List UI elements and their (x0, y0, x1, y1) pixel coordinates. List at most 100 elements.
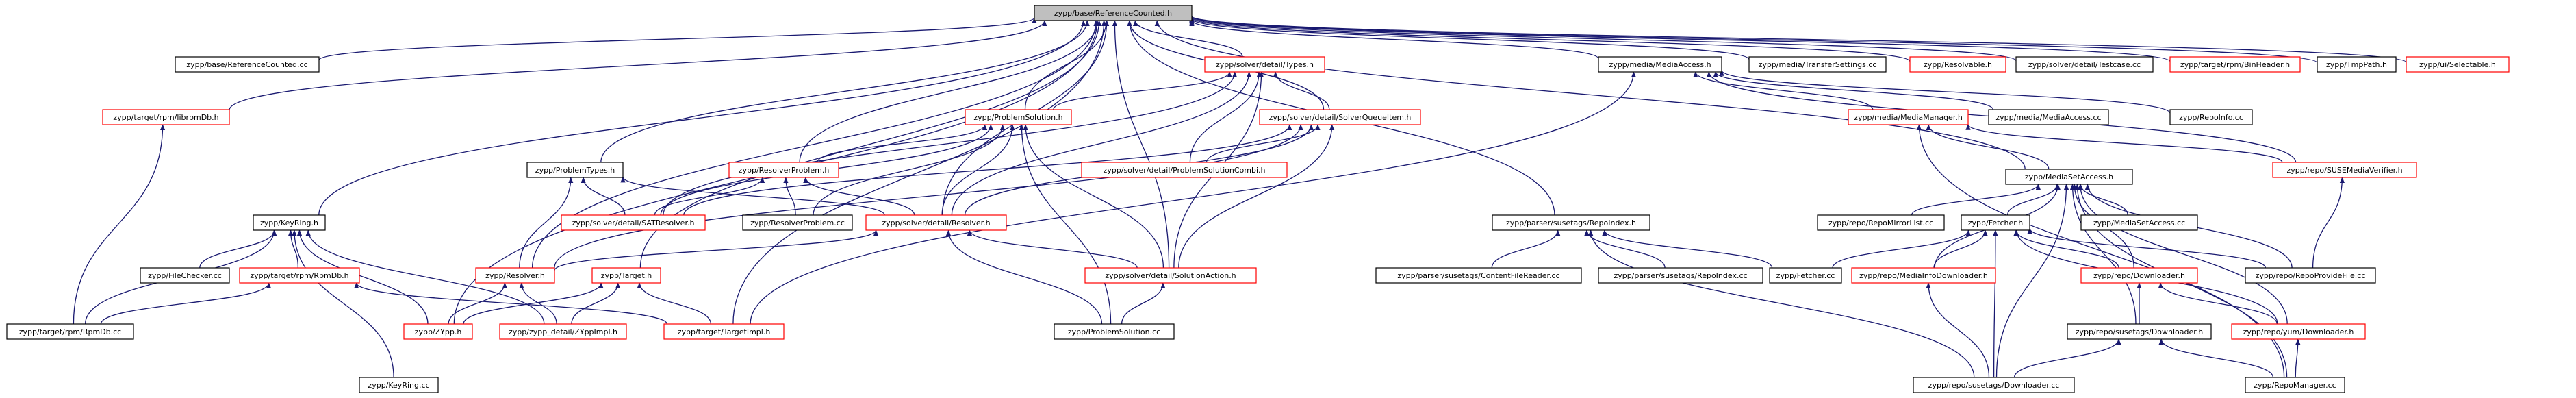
file-node-satresolver[interactable]: zypp/solver/detail/SATResolver.h (561, 214, 706, 231)
file-node-repoprovidefile[interactable]: zypp/repo/RepoProvideFile.cc (2245, 267, 2376, 284)
file-node-problemsolutioncc[interactable]: zypp/ProblemSolution.cc (1054, 323, 1175, 340)
dependency-edge-downloaderh-to-fetcher (2013, 229, 2119, 269)
dependency-edge-types-to-root (1132, 20, 1243, 58)
file-node-box (2067, 323, 2212, 340)
file-node-targetimpl[interactable]: zypp/target/TargetImpl.h (663, 323, 785, 340)
file-node-box (1909, 56, 2006, 73)
file-node-label: zypp/Target.h (601, 271, 652, 280)
file-node-mediainfodl[interactable]: zypp/repo/MediaInfoDownloader.h (1851, 267, 1996, 284)
file-node-refcc[interactable]: zypp/base/ReferenceCounted.cc (175, 56, 320, 73)
file-node-label: zypp/solver/detail/Resolver.h (882, 219, 990, 227)
dependency-edge-repomirrorlist-to-mediasetaccess (1911, 184, 2041, 216)
file-node-probsol[interactable]: zypp/ProblemSolution.h (965, 109, 1072, 125)
file-node-repoindex[interactable]: zypp/parser/susetags/RepoIndex.h (1492, 214, 1650, 231)
file-node-tmppath[interactable]: zypp/TmpPath.h (2317, 56, 2397, 73)
file-node-mediaaccess[interactable]: zypp/media/MediaAccess.h (1598, 56, 1722, 73)
dependency-edge-satresolver-to-problemtypes (581, 177, 626, 216)
file-node-box (1988, 109, 2109, 125)
file-node-mediasetaccess[interactable]: zypp/MediaSetAccess.h (2005, 169, 2133, 185)
file-node-zypph[interactable]: zypp/ZYpp.h (403, 323, 473, 340)
file-node-transfer[interactable]: zypp/media/TransferSettings.cc (1748, 56, 1887, 73)
file-node-resolvable[interactable]: zypp/Resolvable.h (1909, 56, 2006, 73)
dependency-edge-probsol-to-types (1053, 71, 1232, 110)
file-node-susetagsdlcc[interactable]: zypp/repo/susetags/Downloader.cc (1913, 377, 2075, 393)
file-node-binheader[interactable]: zypp/target/rpm/BinHeader.h (2169, 56, 2301, 73)
dependency-edge-targetimpl-to-mediaaccess (750, 71, 1636, 325)
file-node-targeth[interactable]: zypp/Target.h (591, 267, 661, 284)
file-node-keyring[interactable]: zypp/KeyRing.h (253, 214, 326, 231)
dependency-edge-problemtypes-to-root (600, 20, 1090, 163)
dependency-edge-mediaaccess-to-root (1189, 19, 1599, 60)
file-node-box (663, 323, 785, 340)
dependency-edge-fetchercc-to-fetcher (1832, 229, 1971, 269)
file-node-label: zypp/Resolver.h (485, 271, 545, 280)
file-node-contentfilereader[interactable]: zypp/parser/susetags/ContentFileReader.c… (1375, 267, 1582, 284)
dependency-edge-filechecker-to-keyring (199, 229, 277, 269)
file-node-box (1375, 267, 1582, 284)
file-node-box (2005, 169, 2133, 185)
file-node-box (475, 267, 555, 284)
file-node-repoindexcc[interactable]: zypp/parser/susetags/RepoIndex.cc (1598, 267, 1763, 284)
file-node-box (2272, 162, 2417, 178)
file-node-label: zypp/ResolverProblem.h (739, 166, 830, 175)
dependency-edge-repomanagercc-to-yumdl (2295, 338, 2301, 378)
file-node-fetcher[interactable]: zypp/Fetcher.h (1961, 214, 2030, 231)
file-node-susetagsdl[interactable]: zypp/repo/susetags/Downloader.h (2067, 323, 2212, 340)
file-node-repoinfo[interactable]: zypp/RepoInfo.cc (2169, 109, 2253, 125)
file-node-keyringcc[interactable]: zypp/KeyRing.cc (359, 377, 439, 393)
file-node-box (2245, 377, 2345, 393)
dependency-edge-problemsolutioncc-to-detailresolver (945, 229, 1103, 325)
file-node-types[interactable]: zypp/solver/detail/Types.h (1204, 56, 1325, 73)
file-node-testcase[interactable]: zypp/solver/detail/Testcase.cc (2015, 56, 2154, 73)
file-node-label: zypp/base/ReferenceCounted.h (1054, 9, 1172, 18)
node-layer: zypp/base/ReferenceCounted.h zypp/base/Re… (6, 5, 2510, 393)
file-node-mediasetaccesscc[interactable]: zypp/MediaSetAccess.cc (2080, 214, 2198, 231)
dependency-edge-detailresolver-to-resolverproblem (803, 177, 915, 216)
file-node-sqitem[interactable]: zypp/solver/detail/SolverQueueItem.h (1259, 109, 1421, 125)
file-node-mediaaccesscc[interactable]: zypp/media/MediaAccess.cc (1988, 109, 2109, 125)
file-node-resolverproblem[interactable]: zypp/ResolverProblem.h (728, 162, 839, 178)
file-node-label: zypp/solver/detail/ProblemSolutionCombi.… (1103, 166, 1265, 175)
file-node-label: zypp/repo/yum/Downloader.h (2243, 327, 2354, 336)
file-node-suseverifier[interactable]: zypp/repo/SUSEMediaVerifier.h (2272, 162, 2417, 178)
file-node-zyppimpl[interactable]: zypp/zypp_detail/ZYppImpl.h (499, 323, 627, 340)
file-node-filechecker[interactable]: zypp/FileChecker.cc (140, 267, 230, 284)
file-node-rpmdbh[interactable]: zypp/target/rpm/RpmDb.h (239, 267, 360, 284)
file-node-label: zypp/MediaSetAccess.h (2025, 173, 2113, 182)
file-node-solutionaction[interactable]: zypp/solver/detail/SolutionAction.h (1084, 267, 1257, 284)
file-node-label: zypp/RepoInfo.cc (2179, 113, 2243, 122)
file-node-box (1054, 323, 1175, 340)
file-node-selectable[interactable]: zypp/ui/Selectable.h (2406, 56, 2510, 73)
file-node-librpmdb[interactable]: zypp/target/rpm/librpmDb.h (102, 109, 230, 125)
dependency-edge-testcase-to-root (1189, 16, 2017, 62)
file-node-repomirrorlist[interactable]: zypp/repo/RepoMirrorList.cc (1817, 214, 1945, 231)
file-node-detailresolver[interactable]: zypp/solver/detail/Resolver.h (865, 214, 1007, 231)
file-node-downloaderh[interactable]: zypp/repo/Downloader.h (2080, 267, 2198, 284)
file-node-box (2015, 56, 2154, 73)
file-node-resolverproblemcc[interactable]: zypp/ResolverProblem.cc (742, 214, 853, 231)
file-node-rpmdbcc[interactable]: zypp/target/rpm/RpmDb.cc (6, 323, 134, 340)
file-node-problemtypes[interactable]: zypp/ProblemTypes.h (526, 162, 624, 178)
dependency-edge-fetcher-to-mediasetaccess (2006, 184, 2060, 216)
file-node-label: zypp/target/rpm/RpmDb.h (250, 271, 348, 280)
dependency-edge-selectable-to-root (1189, 15, 2407, 63)
file-node-label: zypp/target/rpm/BinHeader.h (2180, 60, 2290, 69)
file-node-label: zypp/solver/detail/Types.h (1216, 60, 1314, 69)
dependency-edge-targetimpl-to-rpmdbh (354, 282, 667, 325)
dependency-edge-resolverh-to-sqitem (554, 124, 1303, 269)
file-node-resolverh[interactable]: zypp/Resolver.h (475, 267, 555, 284)
file-node-label: zypp/ProblemSolution.h (973, 113, 1062, 122)
file-node-probsolcombi[interactable]: zypp/solver/detail/ProblemSolutionCombi.… (1081, 162, 1288, 178)
file-node-box (359, 377, 439, 393)
file-node-mediamanager[interactable]: zypp/media/MediaManager.h (1848, 109, 1969, 125)
dependency-edge-mediaaccesscc-to-mediaaccess (1713, 71, 1994, 110)
dependency-edge-zypph-to-targeth (463, 282, 604, 325)
file-node-root[interactable]: zypp/base/ReferenceCounted.h (1034, 5, 1193, 21)
file-node-fetchercc[interactable]: zypp/Fetcher.cc (1769, 267, 1842, 284)
file-node-label: zypp/repo/SUSEMediaVerifier.h (2286, 166, 2402, 175)
file-node-repomanagercc[interactable]: zypp/RepoManager.cc (2245, 377, 2345, 393)
file-node-box (175, 56, 320, 73)
dependency-edge-yumdl-to-mediasetaccess (2078, 184, 2288, 325)
file-node-yumdl[interactable]: zypp/repo/yum/Downloader.h (2231, 323, 2366, 340)
